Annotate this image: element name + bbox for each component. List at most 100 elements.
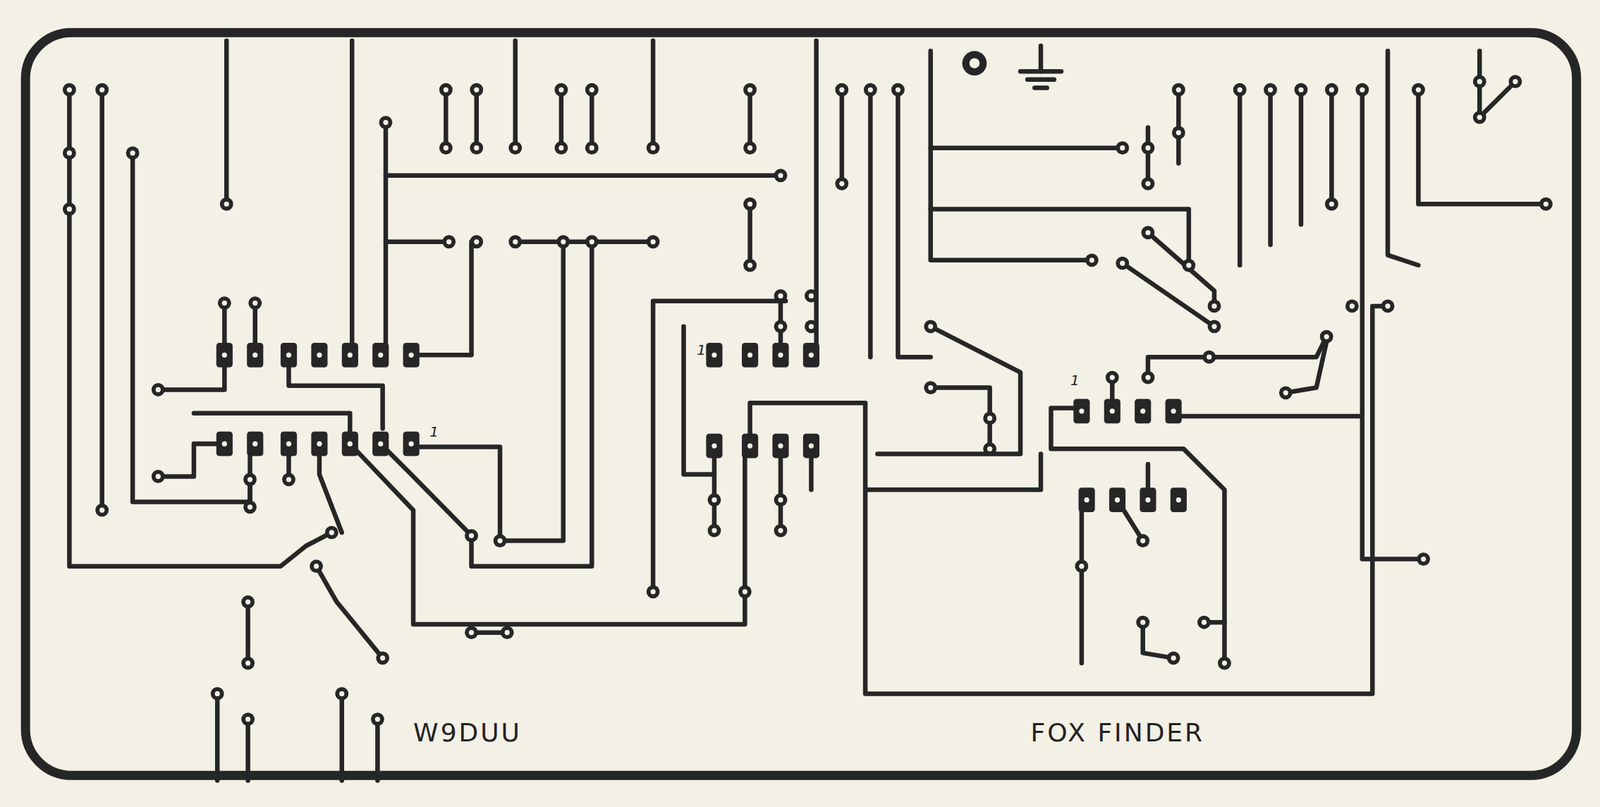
ic-pad: [403, 342, 420, 368]
solder-pad: [95, 83, 109, 97]
solder-pad: [646, 141, 661, 155]
pad-hole: [1211, 323, 1217, 329]
pad-hole: [650, 588, 656, 594]
pad-hole: [808, 352, 814, 358]
pad-hole: [66, 206, 72, 212]
copper-trace: [1145, 127, 1151, 185]
ic-pad: [216, 342, 233, 368]
solder-pad: [1141, 176, 1156, 191]
solder-pad: [1381, 298, 1395, 313]
pad-hole: [245, 716, 251, 722]
pad-hole: [473, 145, 479, 151]
ic-pad: [705, 433, 723, 459]
pad-hole: [742, 588, 748, 594]
ic-pad: [1078, 487, 1096, 512]
solder-pad: [1197, 615, 1211, 629]
pad-hole: [1089, 257, 1095, 263]
copper-trace: [1079, 499, 1085, 663]
solder-pad: [248, 296, 262, 310]
pin-one-mark: 1: [429, 424, 439, 439]
copper-trace: [897, 89, 931, 357]
pad-hole: [927, 323, 933, 329]
pad-hole: [777, 442, 783, 448]
pad-hole: [468, 629, 474, 635]
pads: [62, 50, 1553, 726]
solder-pad: [508, 234, 522, 249]
solder-pad: [1207, 298, 1222, 313]
copper-trace: [1147, 336, 1327, 378]
solder-pad: [1171, 126, 1186, 140]
solder-pad: [370, 712, 385, 726]
pad-hole: [247, 476, 253, 482]
pad-hole: [99, 507, 105, 513]
solder-pad: [774, 492, 788, 507]
solder-pad: [241, 656, 255, 670]
solder-pad: [1345, 298, 1359, 313]
pad-hole: [1222, 660, 1227, 665]
pad-hole: [1176, 497, 1182, 503]
pad-hole: [839, 181, 845, 187]
pad-hole: [222, 300, 228, 306]
copper-trace: [385, 173, 781, 179]
pad-hole: [443, 145, 449, 151]
pad-hole: [473, 239, 479, 244]
copper-trace: [813, 40, 819, 355]
ic-pad: [280, 342, 297, 368]
copper-trace: [383, 122, 389, 356]
solder-pad: [1085, 253, 1099, 267]
copper-trace: [443, 89, 449, 148]
ic-pad: [372, 431, 389, 457]
ic-pad: [772, 433, 789, 459]
solder-pad: [1136, 615, 1150, 629]
solder-pad: [774, 168, 788, 182]
pad-hole: [1171, 408, 1177, 414]
copper-trace: [559, 89, 565, 148]
pad-hole: [1109, 408, 1115, 414]
pad-hole: [512, 239, 518, 244]
pad-hole: [589, 87, 595, 93]
solder-pad: [442, 234, 456, 249]
pad-hole: [1140, 619, 1146, 625]
copper-trace: [289, 354, 383, 429]
solder-pad: [834, 83, 849, 97]
copper-trace: [589, 89, 595, 148]
solder-pad: [151, 469, 166, 484]
pad-hole: [777, 527, 783, 533]
pad-hole: [473, 87, 479, 93]
ic-pad: [1073, 398, 1090, 424]
pad-hole: [1201, 619, 1207, 625]
pad-hole: [375, 716, 381, 722]
solder-pad: [1141, 370, 1156, 385]
solder-pad: [804, 289, 818, 303]
copper-trace: [877, 326, 1021, 455]
pad-hole: [1543, 201, 1549, 207]
solder-pad: [508, 141, 522, 155]
solder-pad: [982, 442, 997, 456]
ic-pad: [1139, 487, 1156, 512]
ic-pad: [403, 431, 420, 457]
ic-pad: [1170, 487, 1187, 512]
pad-hole: [558, 87, 564, 93]
ic-pad: [280, 431, 297, 457]
ic-pad: [246, 431, 264, 457]
pad-hole: [66, 87, 72, 93]
pad-hole: [747, 145, 753, 151]
solder-pad: [126, 146, 140, 161]
copper-trace: [339, 693, 345, 780]
solder-pad: [774, 523, 788, 538]
copper-trace: [99, 89, 105, 510]
solder-pad: [1416, 552, 1431, 566]
ic-pad: [1109, 487, 1126, 512]
pad-hole: [1512, 78, 1518, 84]
solder-pad: [834, 176, 849, 191]
copper-trace: [319, 443, 343, 533]
pad-hole: [589, 239, 595, 244]
pin-one-mark: 1: [696, 342, 706, 357]
pad-hole: [1119, 145, 1125, 151]
solder-pad: [469, 141, 484, 155]
ic-pad: [342, 431, 359, 457]
solder-pad: [439, 141, 453, 155]
copper-trace: [650, 40, 656, 149]
ic-pad: [772, 342, 789, 368]
solder-pad: [554, 83, 568, 97]
